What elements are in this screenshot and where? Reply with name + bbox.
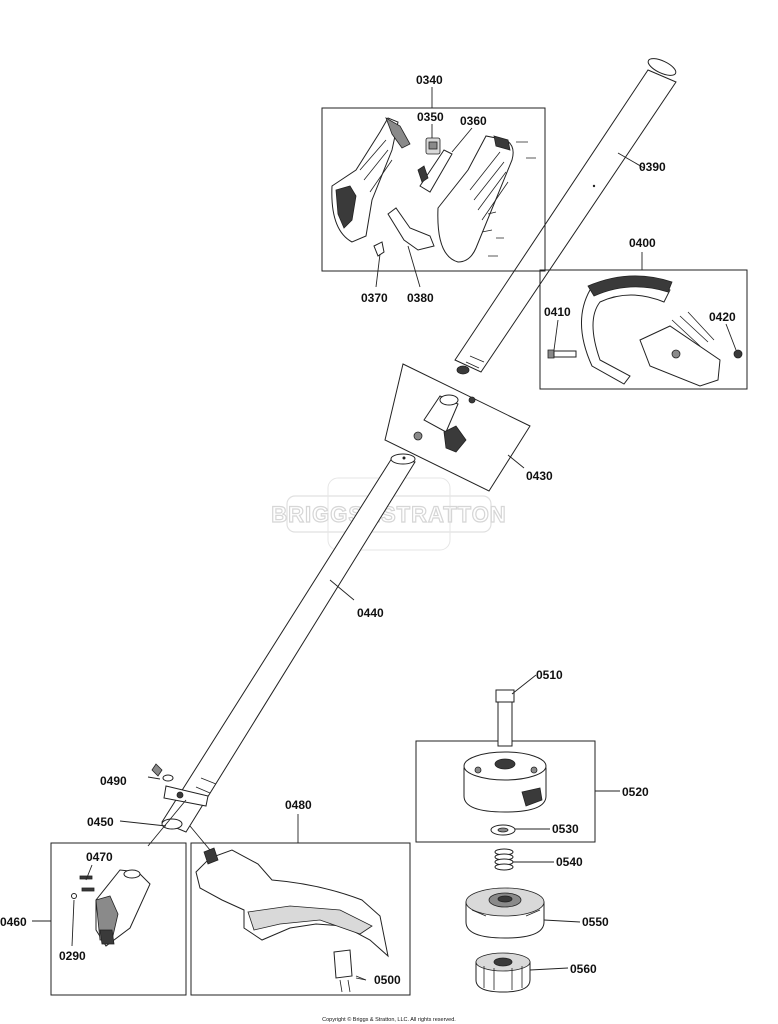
label-0450: 0450: [87, 815, 114, 829]
trigger-housing-parts: [331, 117, 536, 263]
label-0530: 0530: [552, 822, 579, 836]
label-0460: 0460: [0, 915, 27, 929]
label-0400: 0400: [629, 236, 656, 250]
watermark: BRIGGS&STRATTON: [271, 477, 506, 551]
label-0540: 0540: [556, 855, 583, 869]
label-0390: 0390: [639, 160, 666, 174]
label-0560: 0560: [570, 962, 597, 976]
label-0380: 0380: [407, 291, 434, 305]
label-0510: 0510: [536, 668, 563, 682]
label-0520: 0520: [622, 785, 649, 799]
gearbox-parts: [71, 869, 151, 947]
label-0370: 0370: [361, 291, 388, 305]
label-0420: 0420: [709, 310, 736, 324]
guard-parts: [195, 847, 389, 993]
label-0440: 0440: [357, 606, 384, 620]
bump-knob: [475, 952, 531, 993]
label-0480: 0480: [285, 798, 312, 812]
lower-shaft: [161, 453, 416, 833]
part-labels: 0340 0350 0360 0370 0380 0390 0400 0410 …: [0, 73, 736, 987]
leader-lines: [32, 87, 737, 981]
label-0470: 0470: [86, 850, 113, 864]
label-0430: 0430: [526, 469, 553, 483]
label-0360: 0360: [460, 114, 487, 128]
box-0340: [321, 107, 546, 272]
box-0480: [190, 842, 411, 996]
watermark-text: BRIGGS&STRATTON: [271, 502, 506, 527]
label-0500: 0500: [374, 973, 401, 987]
shaft-clamp: [151, 763, 209, 807]
label-0550: 0550: [582, 915, 609, 929]
label-0340: 0340: [416, 73, 443, 87]
copyright-footer: Copyright © Briggs & Stratton, LLC. All …: [322, 1016, 456, 1023]
label-0410: 0410: [544, 305, 571, 319]
box-0460: [50, 842, 187, 996]
spool: [465, 887, 545, 939]
upper-shaft: [454, 58, 677, 375]
box-0430: [384, 363, 531, 492]
spring: [494, 848, 514, 871]
label-0490: 0490: [100, 774, 127, 788]
spool-housing-parts: [463, 689, 547, 836]
box-0400: [539, 269, 748, 390]
label-0290: 0290: [59, 949, 86, 963]
label-0350: 0350: [417, 110, 444, 124]
clamp-parts: [413, 394, 476, 453]
handle-parts: [547, 275, 743, 387]
